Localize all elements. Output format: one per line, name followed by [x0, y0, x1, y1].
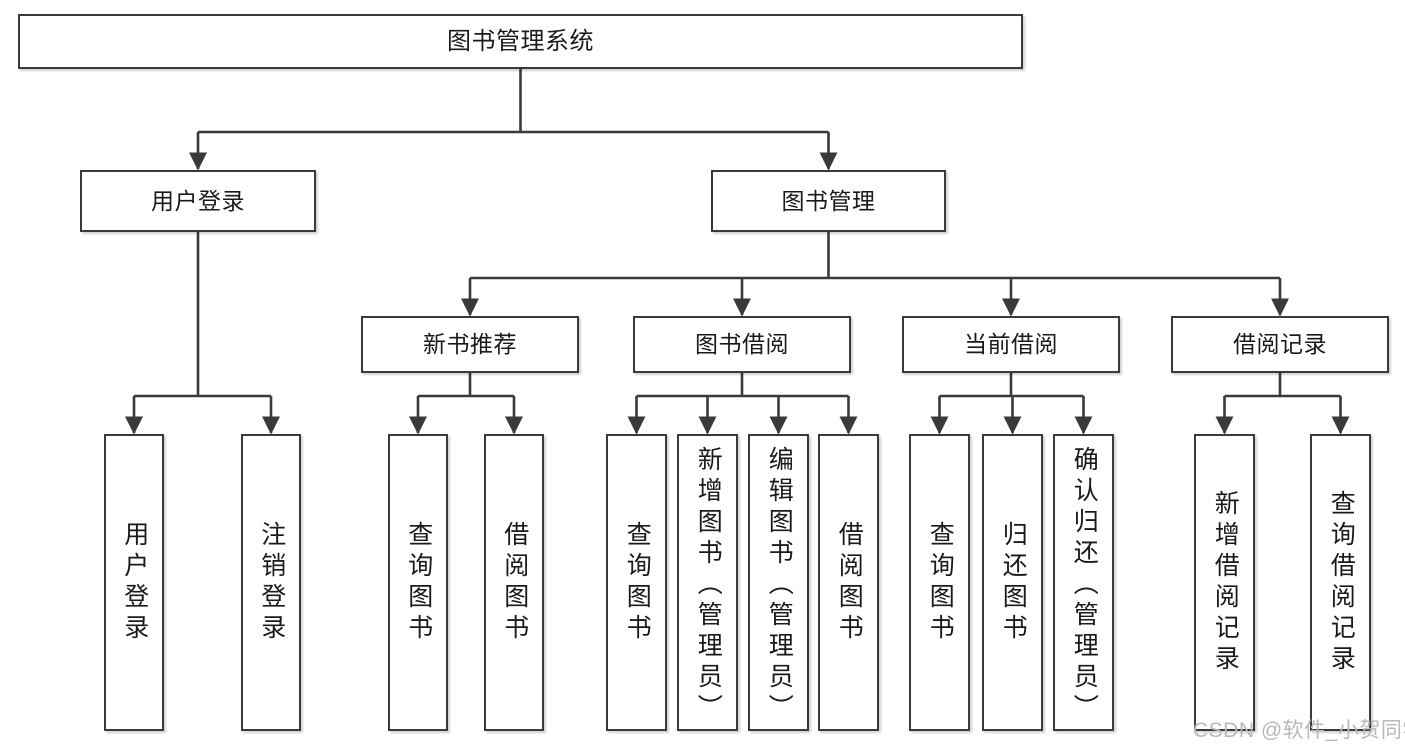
node-label: 归还图书: [999, 520, 1028, 645]
node-label: 用户登录: [120, 520, 149, 645]
node-book-borrow[interactable]: 图书借阅: [633, 316, 851, 373]
node-leaf-query-book-3[interactable]: 查询图书: [909, 434, 970, 731]
node-label: 确认归还（管理员）: [1070, 446, 1099, 725]
node-label: 查询图书: [926, 520, 955, 645]
node-leaf-edit-book[interactable]: 编辑图书（管理员）: [748, 434, 809, 731]
node-leaf-confirm-ret[interactable]: 确认归还（管理员）: [1053, 434, 1114, 731]
node-label: 查询借阅记录: [1327, 489, 1356, 676]
node-label: 编辑图书（管理员）: [765, 446, 794, 725]
node-leaf-return-book[interactable]: 归还图书: [982, 434, 1043, 731]
node-leaf-borrow-book-1[interactable]: 借阅图书: [484, 434, 544, 731]
node-label: 图书管理: [781, 187, 876, 214]
node-user-login[interactable]: 用户登录: [80, 170, 316, 232]
node-label: 新书推荐: [423, 331, 517, 358]
node-label: 新增借阅记录: [1211, 489, 1240, 676]
node-label: 图书借阅: [695, 331, 789, 358]
node-label: 用户登录: [151, 187, 245, 214]
node-new-book-rec[interactable]: 新书推荐: [361, 316, 579, 373]
node-label: 借阅记录: [1233, 331, 1327, 358]
watermark-text: CSDN @软件_小贺同学: [1193, 719, 1405, 742]
node-label: 借阅图书: [835, 520, 864, 645]
node-label: 注销登录: [257, 520, 286, 645]
node-leaf-add-book[interactable]: 新增图书（管理员）: [677, 434, 738, 731]
node-leaf-query-book-1[interactable]: 查询图书: [388, 434, 448, 731]
node-label: 当前借阅: [964, 331, 1058, 358]
node-label: 查询图书: [404, 520, 433, 645]
node-leaf-add-record[interactable]: 新增借阅记录: [1194, 434, 1255, 731]
node-borrow-record[interactable]: 借阅记录: [1171, 316, 1389, 373]
node-leaf-query-book-2[interactable]: 查询图书: [606, 434, 667, 731]
node-book-manage[interactable]: 图书管理: [711, 170, 946, 232]
node-leaf-logout-login[interactable]: 注销登录: [241, 434, 301, 731]
node-label: 新增图书（管理员）: [694, 446, 723, 725]
node-leaf-user-login[interactable]: 用户登录: [104, 434, 164, 731]
node-label: 借阅图书: [500, 520, 529, 645]
node-current-borrow[interactable]: 当前借阅: [902, 316, 1120, 373]
node-label: 查询图书: [623, 520, 652, 645]
node-leaf-borrow-book-2[interactable]: 借阅图书: [818, 434, 879, 731]
node-leaf-query-record[interactable]: 查询借阅记录: [1310, 434, 1371, 731]
node-root[interactable]: 图书管理系统: [18, 14, 1023, 69]
node-label: 图书管理系统: [447, 27, 594, 55]
